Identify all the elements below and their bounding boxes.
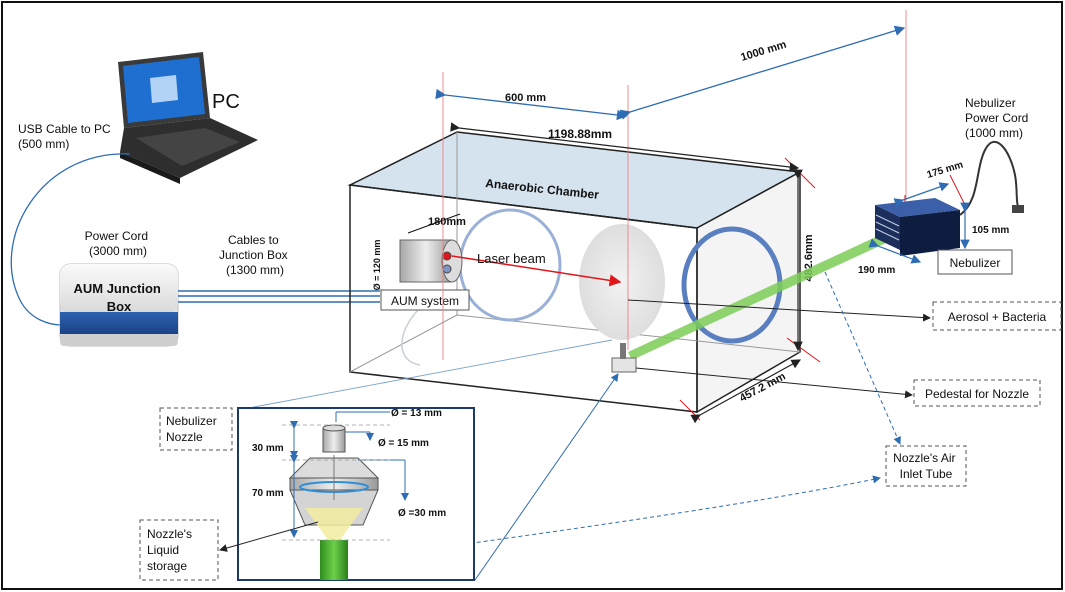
dim-457-arrow	[690, 359, 802, 424]
nebulizer-power-label: Nebulizer Power Cord (1000 mm)	[965, 96, 1032, 140]
nozzle-dim-30d: Ø =30 mm	[398, 508, 446, 519]
aum-system-label: AUM system	[391, 294, 459, 308]
dim-105: 105 mm	[972, 225, 1009, 236]
inset-link-bottom	[474, 373, 619, 581]
aum-junction-box	[59, 263, 179, 347]
pedestal-label: Pedestal for Nozzle	[925, 387, 1029, 401]
aerosol-box	[932, 301, 1062, 331]
power-cord-label: Power Cord (3000 mm)	[85, 229, 152, 258]
dim-600: 600 mm	[505, 92, 546, 104]
dim-1000: 1000 mm	[739, 39, 788, 64]
nebulizer-label-box	[937, 249, 1013, 275]
nebulizer-label: Nebulizer	[950, 256, 1001, 270]
nozzle-dim-70: 70 mm	[252, 488, 284, 499]
pedestal-box	[913, 379, 1041, 407]
dim-1000-arrow	[619, 25, 906, 120]
dim-180-line	[407, 213, 461, 234]
air-inlet-label: Nozzle's Air Inlet Tube	[893, 451, 959, 481]
nozzle-dim-15: Ø = 15 mm	[378, 438, 429, 449]
aerosol-arrow	[627, 299, 931, 322]
nebulizer-nozzle-label: Nebulizer Nozzle	[166, 414, 220, 444]
aum-sensor-cylinder	[399, 239, 463, 283]
nozzle-mini	[620, 343, 626, 359]
aum-system-box	[380, 289, 470, 311]
pedestal-arrow	[635, 367, 913, 399]
aerosol-label: Aerosol + Bacteria	[948, 310, 1047, 324]
nozzle-dim-30: 30 mm	[252, 443, 284, 454]
nozzle-guide-dashes	[282, 424, 390, 541]
laptop-icon	[118, 52, 258, 184]
air-inlet-arrow	[824, 271, 901, 445]
dim-180: 180mm	[428, 216, 466, 228]
laser-beam	[451, 255, 622, 287]
nebulizer-spray-beam	[628, 235, 886, 360]
dim-1198: 1198.88mm	[548, 127, 612, 141]
dim-120: Ø = 120 mm	[372, 240, 382, 291]
nozzle-drawing	[288, 424, 380, 580]
dim-1198-arrow	[450, 122, 800, 172]
liquid-storage-arrow	[219, 521, 319, 552]
power-cord-cable	[959, 141, 1021, 216]
nozzle-pedestal	[611, 357, 637, 373]
dim-600-arrow	[435, 88, 628, 121]
nebulizer-device	[875, 198, 960, 256]
usb-cable-label: USB Cable to PC (500 mm)	[18, 122, 114, 151]
dim-175: 175 mm	[926, 159, 965, 180]
usb-cable	[10, 153, 131, 326]
air-inlet-box	[885, 445, 967, 487]
cables-to-junction-label: Cables to Junction Box (1300 mm)	[219, 233, 291, 277]
nozzle-dimension-lines	[290, 411, 409, 538]
nebulizer-nozzle-box	[159, 407, 233, 451]
plug-icon	[1012, 205, 1024, 213]
aerosol-cloud	[579, 224, 665, 340]
liquid-storage-box	[139, 519, 219, 581]
dim-175-arrow	[893, 182, 950, 208]
junction-cables	[178, 290, 380, 303]
junction-box-label: AUM Junction Box	[73, 281, 164, 314]
liquid-storage-label: Nozzle's Liquid storage	[147, 527, 195, 573]
dim-190-arrow	[868, 238, 922, 264]
laser-beam-label: Laser beam	[477, 251, 546, 266]
inset-link-top	[237, 339, 613, 411]
dim-190: 190 mm	[858, 265, 895, 276]
nozzle-dim-13: Ø = 13 mm	[391, 408, 442, 419]
pc-label: PC	[212, 91, 240, 113]
